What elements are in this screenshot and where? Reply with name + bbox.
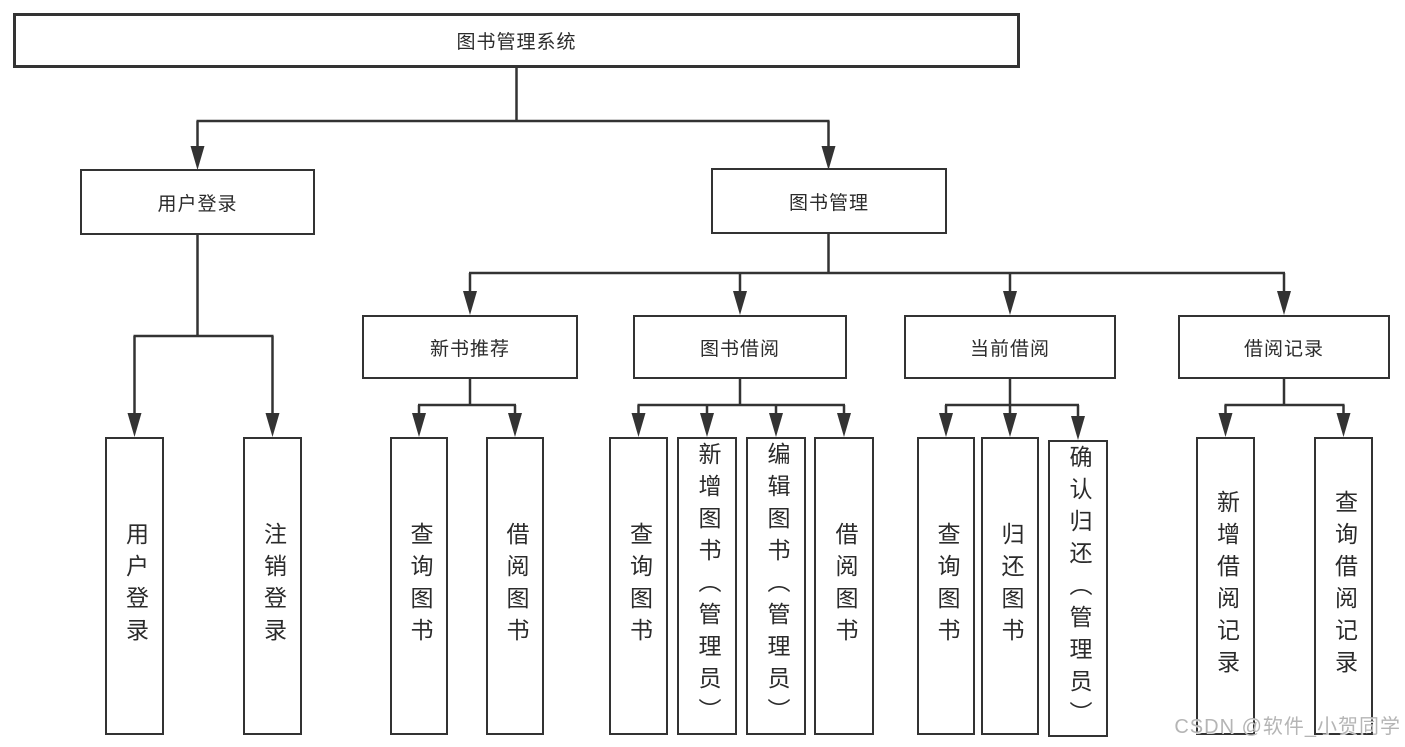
leaf-borrow-books-label: 借阅图书 [831, 522, 858, 650]
connector-new-book-recommend-to-leaves [412, 379, 522, 437]
leaf-borrow-books: 借阅图书 [486, 437, 544, 735]
node-borrowing-records-label: 借阅记录 [1243, 338, 1324, 360]
connector-user-login-to-leaves [127, 235, 280, 437]
leaf-query-borrow-record: 查询借阅记录 [1314, 437, 1373, 735]
leaf-query-books-label: 查询图书 [406, 522, 433, 650]
arrowhead-icon [733, 291, 747, 315]
leaf-logout-label: 注销登录 [260, 522, 287, 650]
leaf-add-borrow-record-label: 新增借阅记录 [1213, 490, 1240, 682]
leaf-return-books-label: 归还图书 [997, 522, 1024, 650]
arrowhead-icon [508, 413, 522, 437]
leaf-logout: 注销登录 [243, 437, 302, 735]
node-current-borrowing-label: 当前借阅 [969, 338, 1050, 360]
node-new-book-recommend: 新书推荐 [362, 315, 578, 379]
leaf-add-borrow-record: 新增借阅记录 [1196, 437, 1255, 735]
node-book-management: 图书管理 [711, 168, 947, 234]
node-current-borrowing: 当前借阅 [904, 315, 1116, 379]
arrowhead-icon [190, 146, 205, 170]
node-book-borrowing-label: 图书借阅 [699, 338, 780, 360]
leaf-confirm-return-admin: 确认归还（管理员） [1048, 440, 1108, 737]
arrowhead-icon [127, 413, 142, 437]
connector-current-borrowing-to-leaves [939, 379, 1085, 440]
leaf-user-login-label: 用户登录 [122, 522, 149, 650]
node-user-login-label: 用户登录 [157, 193, 238, 215]
leaf-query-books-label: 查询图书 [626, 522, 653, 650]
leaf-add-books-admin-label: 新增图书（管理员） [694, 442, 721, 730]
leaf-confirm-return-admin-label: 确认归还（管理员） [1065, 444, 1092, 733]
node-new-book-recommend-label: 新书推荐 [429, 338, 510, 360]
leaf-borrow-books-label: 借阅图书 [502, 522, 529, 650]
node-book-management-label: 图书管理 [788, 192, 869, 214]
arrowhead-icon [463, 291, 477, 315]
leaf-borrow-books: 借阅图书 [814, 437, 874, 735]
arrowhead-icon [1336, 413, 1351, 437]
leaf-edit-books-admin-label: 编辑图书（管理员） [763, 442, 790, 730]
arrowhead-icon [939, 413, 953, 437]
leaf-return-books: 归还图书 [981, 437, 1039, 735]
leaf-query-books-label: 查询图书 [933, 522, 960, 650]
leaf-query-borrow-record-label: 查询借阅记录 [1331, 490, 1358, 682]
arrowhead-icon [1003, 413, 1017, 437]
arrowhead-icon [700, 413, 714, 437]
node-borrowing-records: 借阅记录 [1178, 315, 1390, 379]
leaf-add-books-admin: 新增图书（管理员） [677, 437, 737, 735]
connector-book-management-to-level3 [463, 234, 1291, 315]
node-root-label: 图书管理系统 [456, 32, 577, 53]
leaf-query-books: 查询图书 [917, 437, 975, 735]
leaf-query-books: 查询图书 [609, 437, 668, 735]
connector-book-borrowing-to-leaves [631, 379, 851, 437]
node-user-login: 用户登录 [80, 169, 315, 235]
connector-borrowing-records-to-leaves [1218, 379, 1351, 437]
arrowhead-icon [837, 413, 851, 437]
arrowhead-icon [1003, 291, 1017, 315]
arrowhead-icon [631, 413, 646, 437]
leaf-query-books: 查询图书 [390, 437, 448, 735]
arrowhead-icon [821, 146, 836, 170]
arrowhead-icon [1277, 291, 1291, 315]
arrowhead-icon [769, 413, 783, 437]
connector-root-to-level2 [190, 68, 836, 170]
arrowhead-icon [265, 413, 280, 437]
arrowhead-icon [412, 413, 426, 437]
csdn-watermark: CSDN @软件_小贺同学 [1174, 716, 1401, 738]
leaf-edit-books-admin: 编辑图书（管理员） [746, 437, 806, 735]
arrowhead-icon [1071, 416, 1085, 440]
node-root: 图书管理系统 [13, 13, 1020, 68]
arrowhead-icon [1218, 413, 1233, 437]
node-book-borrowing: 图书借阅 [633, 315, 847, 379]
leaf-user-login: 用户登录 [105, 437, 164, 735]
